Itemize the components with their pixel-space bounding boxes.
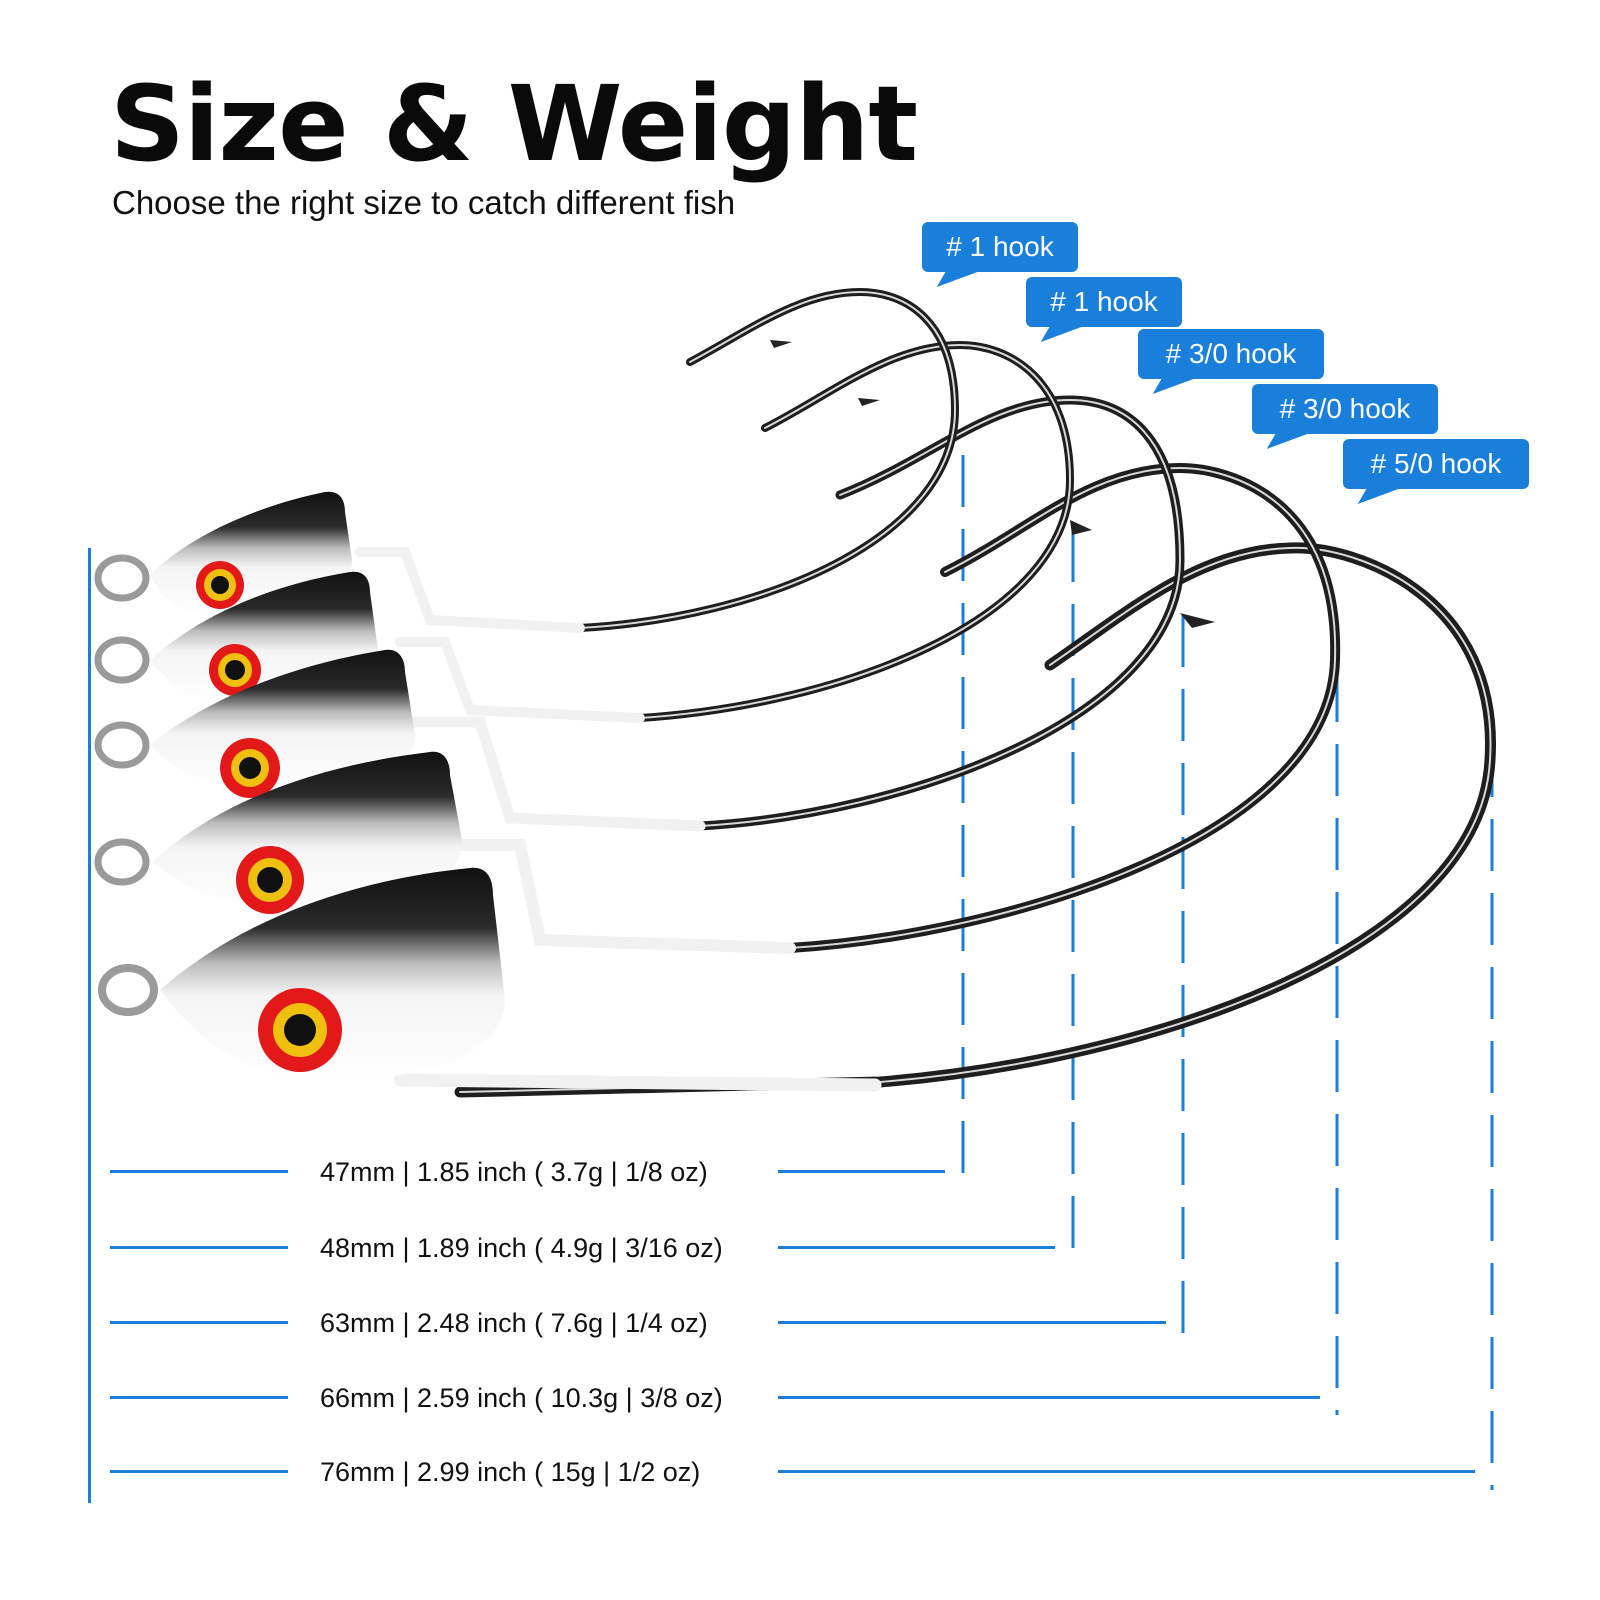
left-axis-line bbox=[88, 548, 91, 1503]
spec-text: 48mm | 1.89 inch ( 4.9g | 3/16 oz) bbox=[320, 1233, 723, 1263]
hook-2 bbox=[395, 340, 1075, 723]
spec-right-line bbox=[778, 1246, 1055, 1249]
page-title: Size & Weight bbox=[110, 63, 918, 185]
spec-right-line bbox=[778, 1170, 945, 1173]
spec-text: 47mm | 1.85 inch ( 3.7g | 1/8 oz) bbox=[320, 1157, 708, 1187]
spec-left-line bbox=[110, 1396, 288, 1399]
spec-right-line bbox=[778, 1321, 1166, 1324]
spec-left-line bbox=[110, 1470, 288, 1473]
hook-callout-5: # 5/0 hook bbox=[1343, 439, 1529, 489]
spec-text: 76mm | 2.99 inch ( 15g | 1/2 oz) bbox=[320, 1457, 701, 1487]
hook-callout-4: # 3/0 hook bbox=[1252, 384, 1438, 434]
spec-row-2: 48mm | 1.89 inch ( 4.9g | 3/16 oz) bbox=[0, 1228, 1600, 1268]
hook-callout-1: # 1 hook bbox=[922, 222, 1078, 272]
jig-head-3 bbox=[94, 649, 415, 798]
page-subtitle: Choose the right size to catch different… bbox=[112, 184, 736, 221]
spec-right-line bbox=[778, 1470, 1475, 1473]
spec-text: 63mm | 2.48 inch ( 7.6g | 1/4 oz) bbox=[320, 1308, 708, 1338]
jig-head-4 bbox=[94, 751, 462, 914]
spec-left-line bbox=[110, 1246, 288, 1249]
spec-left-line bbox=[110, 1170, 288, 1173]
hook-callout-2: # 1 hook bbox=[1026, 277, 1182, 327]
jig-head-5 bbox=[98, 867, 505, 1081]
hook-callout-3: # 3/0 hook bbox=[1138, 329, 1324, 379]
spec-row-1: 47mm | 1.85 inch ( 3.7g | 1/8 oz) bbox=[0, 1152, 1600, 1192]
spec-right-line bbox=[778, 1396, 1320, 1399]
spec-row-3: 63mm | 2.48 inch ( 7.6g | 1/4 oz) bbox=[0, 1303, 1600, 1343]
hook-1 bbox=[355, 287, 960, 633]
spec-row-5: 76mm | 2.99 inch ( 15g | 1/2 oz) bbox=[0, 1452, 1600, 1492]
hook-3 bbox=[409, 395, 1185, 832]
spec-row-4: 66mm | 2.59 inch ( 10.3g | 3/8 oz) bbox=[0, 1378, 1600, 1418]
spec-left-line bbox=[110, 1321, 288, 1324]
hook-4 bbox=[444, 462, 1341, 954]
spec-text: 66mm | 2.59 inch ( 10.3g | 3/8 oz) bbox=[320, 1383, 723, 1413]
